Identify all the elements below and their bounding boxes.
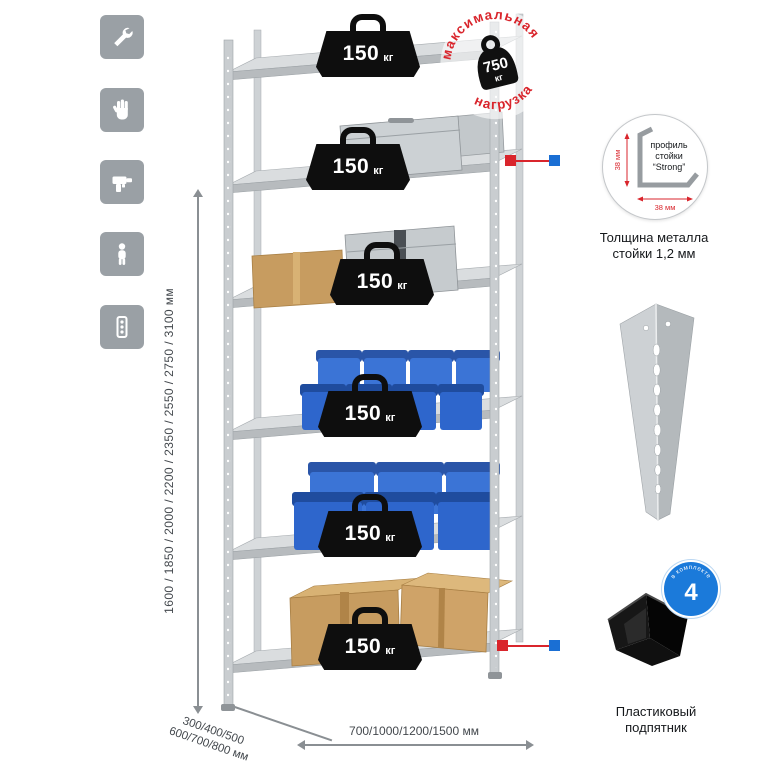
caption-line: Толщина металла xyxy=(599,230,709,245)
load-value: 150 xyxy=(344,402,382,425)
plastic-foot-caption: Пластиковый подпятник xyxy=(590,704,722,737)
load-value: 150 xyxy=(344,522,382,545)
dimension-arrow-up xyxy=(193,189,203,197)
callout-marker-red xyxy=(505,155,516,166)
load-unit: кг xyxy=(383,51,394,64)
wrench-icon xyxy=(100,15,144,59)
weight-handle-icon xyxy=(340,127,376,147)
drill-icon xyxy=(100,160,144,204)
callout-marker-red xyxy=(497,640,508,651)
dimension-arrow-left xyxy=(297,740,305,750)
load-value: 150 xyxy=(344,635,382,658)
load-value: 150 xyxy=(356,270,394,293)
height-dimension-line xyxy=(197,194,199,708)
profile-label-1: профиль xyxy=(650,140,688,150)
post-profile-callout: 38 мм 38 мм профиль стойки “Strong” xyxy=(602,114,708,220)
profile-dim-vertical: 38 мм xyxy=(613,150,622,171)
cardboard-boxes xyxy=(289,572,514,667)
profile-dim-horizontal: 38 мм xyxy=(655,203,676,212)
perforated-post-icon xyxy=(100,305,144,349)
gloves-icon xyxy=(100,88,144,132)
weight-handle-icon xyxy=(352,494,388,514)
callout-marker-blue xyxy=(549,155,560,166)
width-dimension-line xyxy=(302,744,526,746)
load-unit: кг xyxy=(373,164,384,177)
load-unit: кг xyxy=(397,279,408,292)
stamp-value: 750 xyxy=(482,54,510,77)
load-unit: кг xyxy=(385,644,396,657)
plastic-foot-image xyxy=(607,592,689,666)
person-icon xyxy=(100,232,144,276)
callout-connector-line xyxy=(514,160,552,162)
metal-thickness-caption: Толщина металла стойки 1,2 мм xyxy=(586,230,722,263)
weight-handle-icon xyxy=(352,374,388,394)
weight-handle-icon xyxy=(352,607,388,627)
load-unit: кг xyxy=(385,411,396,424)
kit-count-badge: в комплекте 4 xyxy=(664,562,718,616)
height-dimension-label: 1600 / 1850 / 2000 / 2200 / 2350 / 2550 … xyxy=(162,288,176,614)
caption-line: Пластиковый xyxy=(615,704,697,719)
stamp-unit: кг xyxy=(494,72,505,84)
dimension-arrow-right xyxy=(526,740,534,750)
corner-post-image xyxy=(619,303,695,521)
kit-badge-text: в комплекте xyxy=(670,564,712,580)
profile-label-3: “Strong” xyxy=(653,162,686,172)
caption-line: стойки 1,2 мм xyxy=(612,246,696,262)
load-unit: кг xyxy=(385,531,396,544)
profile-label-2: стойки xyxy=(655,151,683,161)
load-value: 150 xyxy=(332,155,370,178)
kit-badge-value: 4 xyxy=(684,579,698,606)
dimension-arrow-down xyxy=(193,706,203,714)
profile-cross-section xyxy=(637,126,699,188)
max-load-stamp: максимальная нагрузка 750 кг xyxy=(423,0,570,142)
svg-text:в комплекте: в комплекте xyxy=(670,564,713,580)
weight-handle-icon xyxy=(364,242,400,262)
stamp-weight-icon xyxy=(477,35,519,90)
width-dimension-label: 700/1000/1200/1500 мм xyxy=(349,724,479,738)
load-value: 150 xyxy=(342,42,380,65)
callout-marker-blue xyxy=(549,640,560,651)
caption-line: подпятник xyxy=(625,720,687,736)
depth-dimension-label: 300/400/500 600/700/800 мм xyxy=(167,715,250,764)
callout-connector-line xyxy=(506,645,552,647)
weight-handle-icon xyxy=(350,14,386,34)
